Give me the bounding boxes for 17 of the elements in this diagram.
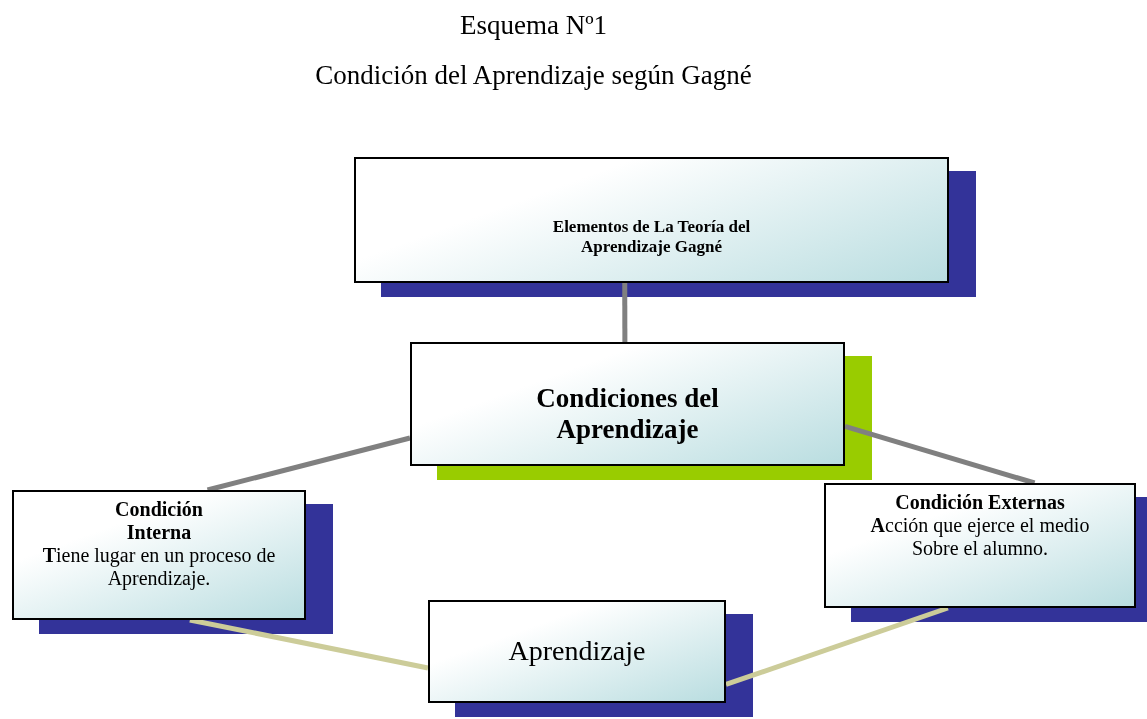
- box-text: Elementos de La Teoría del Aprendizaje Gagné: [551, 217, 752, 257]
- box-text: Condiciones del Aprendizaje: [535, 382, 720, 446]
- text-box: [824, 483, 1136, 608]
- text-box: [428, 600, 726, 703]
- connector-line: [844, 423, 1036, 486]
- text-box: [410, 342, 845, 466]
- box-heading: Condición Externas: [895, 491, 1065, 514]
- box-heading: Condición Interna: [114, 498, 204, 544]
- connector-line: [206, 435, 411, 493]
- text-box: [12, 490, 306, 620]
- text-box: [354, 157, 949, 283]
- diagram-subtitle: Condición del Aprendizaje según Gagné: [314, 60, 753, 91]
- box-text: Tiene lugar en un proceso de Aprendizaje.: [41, 544, 277, 590]
- connector-line: [622, 283, 628, 342]
- box-text: Acción que ejerce el medio Sobre el alumno.: [869, 514, 1091, 560]
- diagram-title: Esquema Nº1: [458, 10, 609, 41]
- box-text: Aprendizaje: [508, 635, 646, 668]
